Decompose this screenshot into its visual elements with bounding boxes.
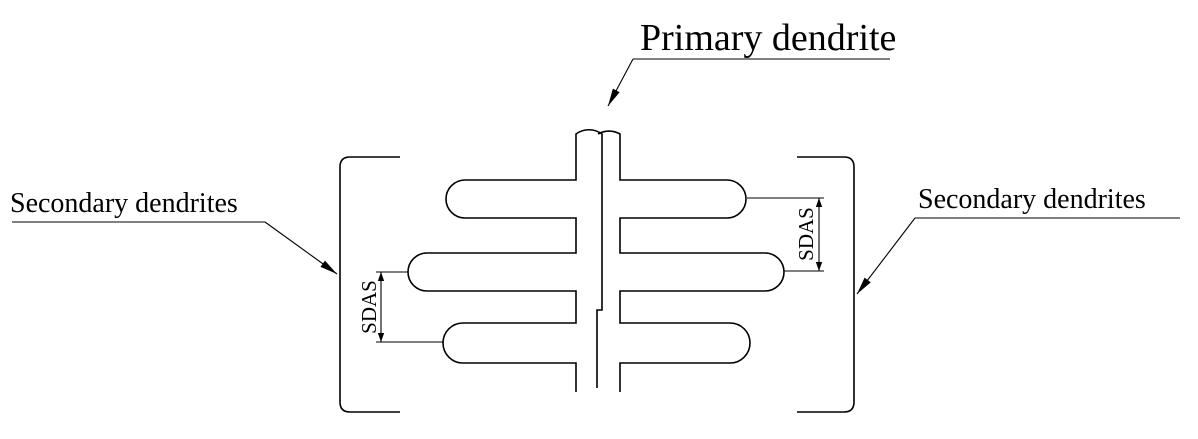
secondary-right-arrow: [856, 217, 916, 295]
dendrite-outline-right: [597, 130, 785, 392]
secondary-left-arrow: [264, 221, 338, 275]
left-bracket: [339, 156, 400, 413]
secondary-dendrites-left-label: Secondary dendrites: [10, 188, 238, 219]
primary-leader-arrow: [607, 58, 634, 107]
sdas-left-label: SDAS: [357, 280, 381, 334]
primary-dendrite-label: Primary dendrite: [640, 17, 896, 59]
sdas-right-label: SDAS: [794, 207, 818, 261]
dendrite-outline-left: [407, 128, 603, 392]
right-bracket: [797, 156, 855, 413]
secondary-dendrites-right-label: Secondary dendrites: [918, 184, 1146, 215]
